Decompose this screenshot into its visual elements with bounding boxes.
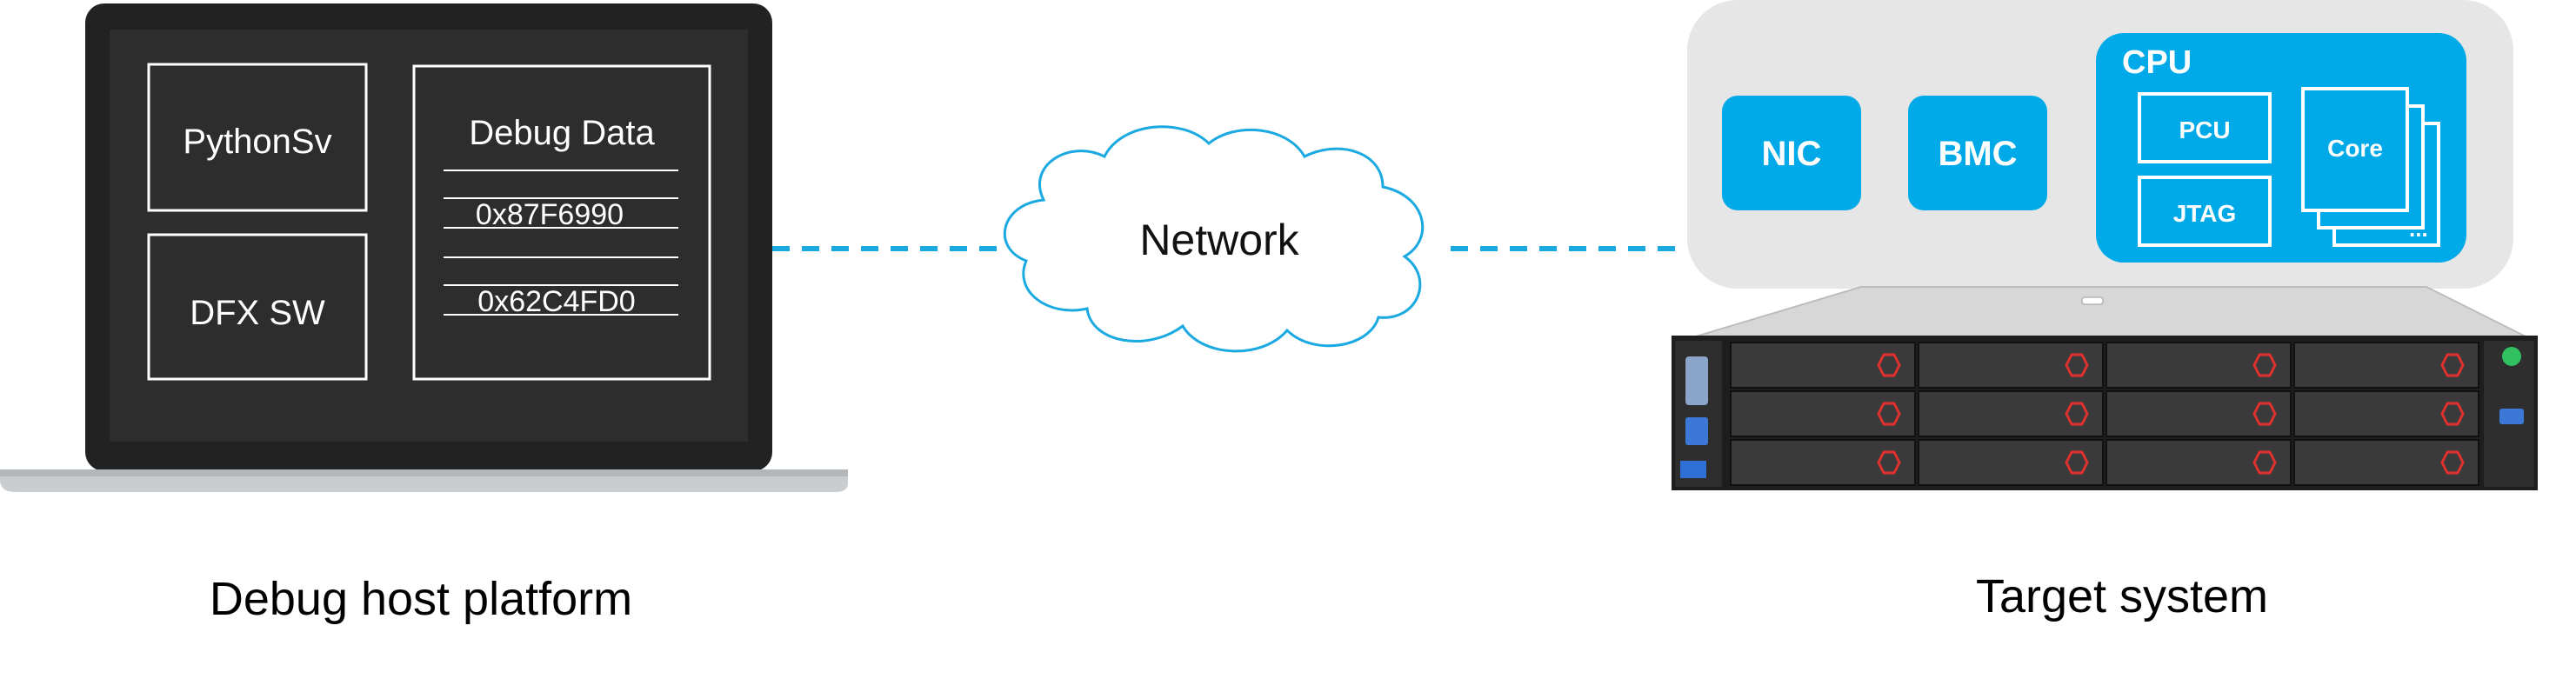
dfx-sw-label: DFX SW	[190, 294, 325, 332]
host-platform-label: Debug host platform	[210, 573, 632, 625]
server-top-cover	[1686, 286, 2532, 340]
cpu-title: CPU	[2122, 44, 2192, 81]
drive-release-latch	[1877, 353, 1901, 377]
drive-release-latch	[1877, 450, 1901, 475]
dfx-sw-box	[147, 233, 368, 381]
debug-value-1: 0x87F6990	[476, 198, 624, 231]
drive-bay	[1918, 342, 2104, 389]
drive-release-latch	[2252, 450, 2277, 475]
power-button	[2502, 347, 2521, 366]
drive-release-latch	[2440, 402, 2465, 426]
pcu-label: PCU	[2179, 116, 2230, 143]
drive-release-latch	[2252, 353, 2277, 377]
nic-block	[1722, 96, 1861, 210]
bmc-label: BMC	[1938, 135, 2017, 173]
vga-port	[1685, 356, 1708, 405]
core-block	[2301, 87, 2409, 212]
drive-release-latch	[2440, 450, 2465, 475]
drive-bay	[2293, 342, 2479, 389]
pcu-block	[2138, 92, 2272, 163]
drive-bay	[2293, 439, 2479, 486]
debug-value-2: 0x62C4FD0	[477, 285, 635, 318]
drive-release-latch	[1877, 402, 1901, 426]
pythonsv-box	[147, 63, 368, 212]
core-label: Core	[2327, 135, 2383, 162]
jtag-label: JTAG	[2173, 200, 2237, 227]
drive-release-latch	[2440, 353, 2465, 377]
drive-bay	[1918, 390, 2104, 437]
drive-release-latch	[2065, 450, 2089, 475]
server-chassis	[1672, 286, 2538, 490]
network-label: Network	[1139, 216, 1299, 264]
nic-label: NIC	[1762, 135, 1822, 173]
drive-bay	[1730, 390, 1916, 437]
target-system-label: Target system	[1976, 570, 2268, 622]
usb-port	[1685, 417, 1708, 445]
bmc-block	[1908, 96, 2047, 210]
drive-release-latch	[2252, 402, 2277, 426]
drive-bay	[2293, 390, 2479, 437]
drive-bay	[1918, 439, 2104, 486]
pythonsv-label: PythonSv	[183, 123, 331, 161]
drive-release-latch	[2065, 353, 2089, 377]
target-panel: NIC BMC CPU PCU JTAG Core ...	[1687, 0, 2513, 289]
drive-bay	[1730, 439, 1916, 486]
core-more-ellipsis: ...	[2409, 216, 2428, 242]
core-stack: Core ...	[2301, 87, 2440, 247]
debug-data-title: Debug Data	[469, 114, 655, 152]
drive-bay	[2106, 390, 2292, 437]
drive-bay	[2106, 439, 2292, 486]
drive-release-latch	[2065, 402, 2089, 426]
drive-bay	[2106, 342, 2292, 389]
drive-bays	[1730, 342, 2479, 486]
jtag-block	[2138, 176, 2272, 247]
network-cloud: Network	[1003, 125, 1425, 353]
debug-data-box	[412, 64, 711, 381]
debug-host-laptop: PythonSv DFX SW Debug Data 0x87F6990 0x6…	[0, 3, 848, 492]
drive-bay	[1730, 342, 1916, 389]
